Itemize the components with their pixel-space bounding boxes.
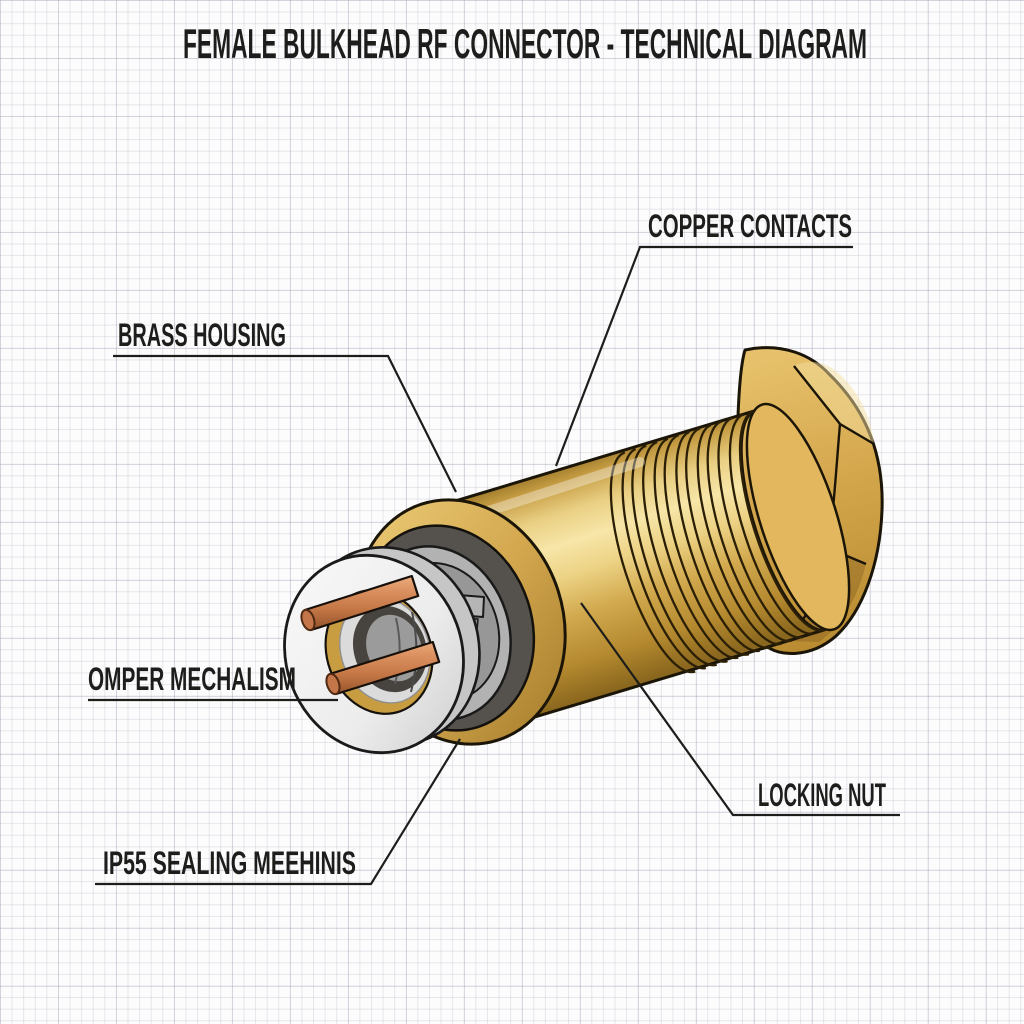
copper-pin-bottom-cap [325,672,341,696]
label-ip55-sealing: IP55 SEALING MEEHINIS [103,845,356,881]
label-crimp-mechanism: OMPER MECHALISM [88,661,296,697]
leader-copper-contacts [554,245,853,467]
leader-brass-housing [113,354,457,493]
leader-ip55-sealing [95,738,461,886]
connector-illustration [283,346,884,755]
label-copper-contacts: COPPER CONTACTS [648,208,852,244]
thread-lines [609,409,825,674]
copper-contacts-part [300,574,441,696]
locking-nut-top-facet [794,361,874,444]
diagram-title: FEMALE BULKHEAD RF CONNECTOR - TECHNICAL… [183,20,867,67]
core-step-line-1 [394,617,401,685]
copper-pin-top-cap [300,608,316,632]
leader-locking-nut [580,602,900,817]
thread-nut-collar [745,402,851,632]
label-brass-housing: BRASS HOUSING [118,317,286,353]
label-locking-nut: LOCKING NUT [758,777,886,813]
